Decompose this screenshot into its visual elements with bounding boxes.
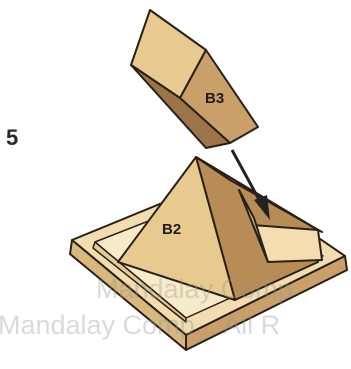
piece-b3: B3 [131, 10, 258, 148]
step-number: 5 [6, 125, 18, 150]
piece-b2-label: B2 [162, 221, 181, 238]
piece-b3-label: B3 [205, 90, 224, 107]
watermark-line-2: Mandalay Comp... All R [0, 310, 280, 340]
watermark-line-1: Mandalay Comp [96, 274, 293, 304]
